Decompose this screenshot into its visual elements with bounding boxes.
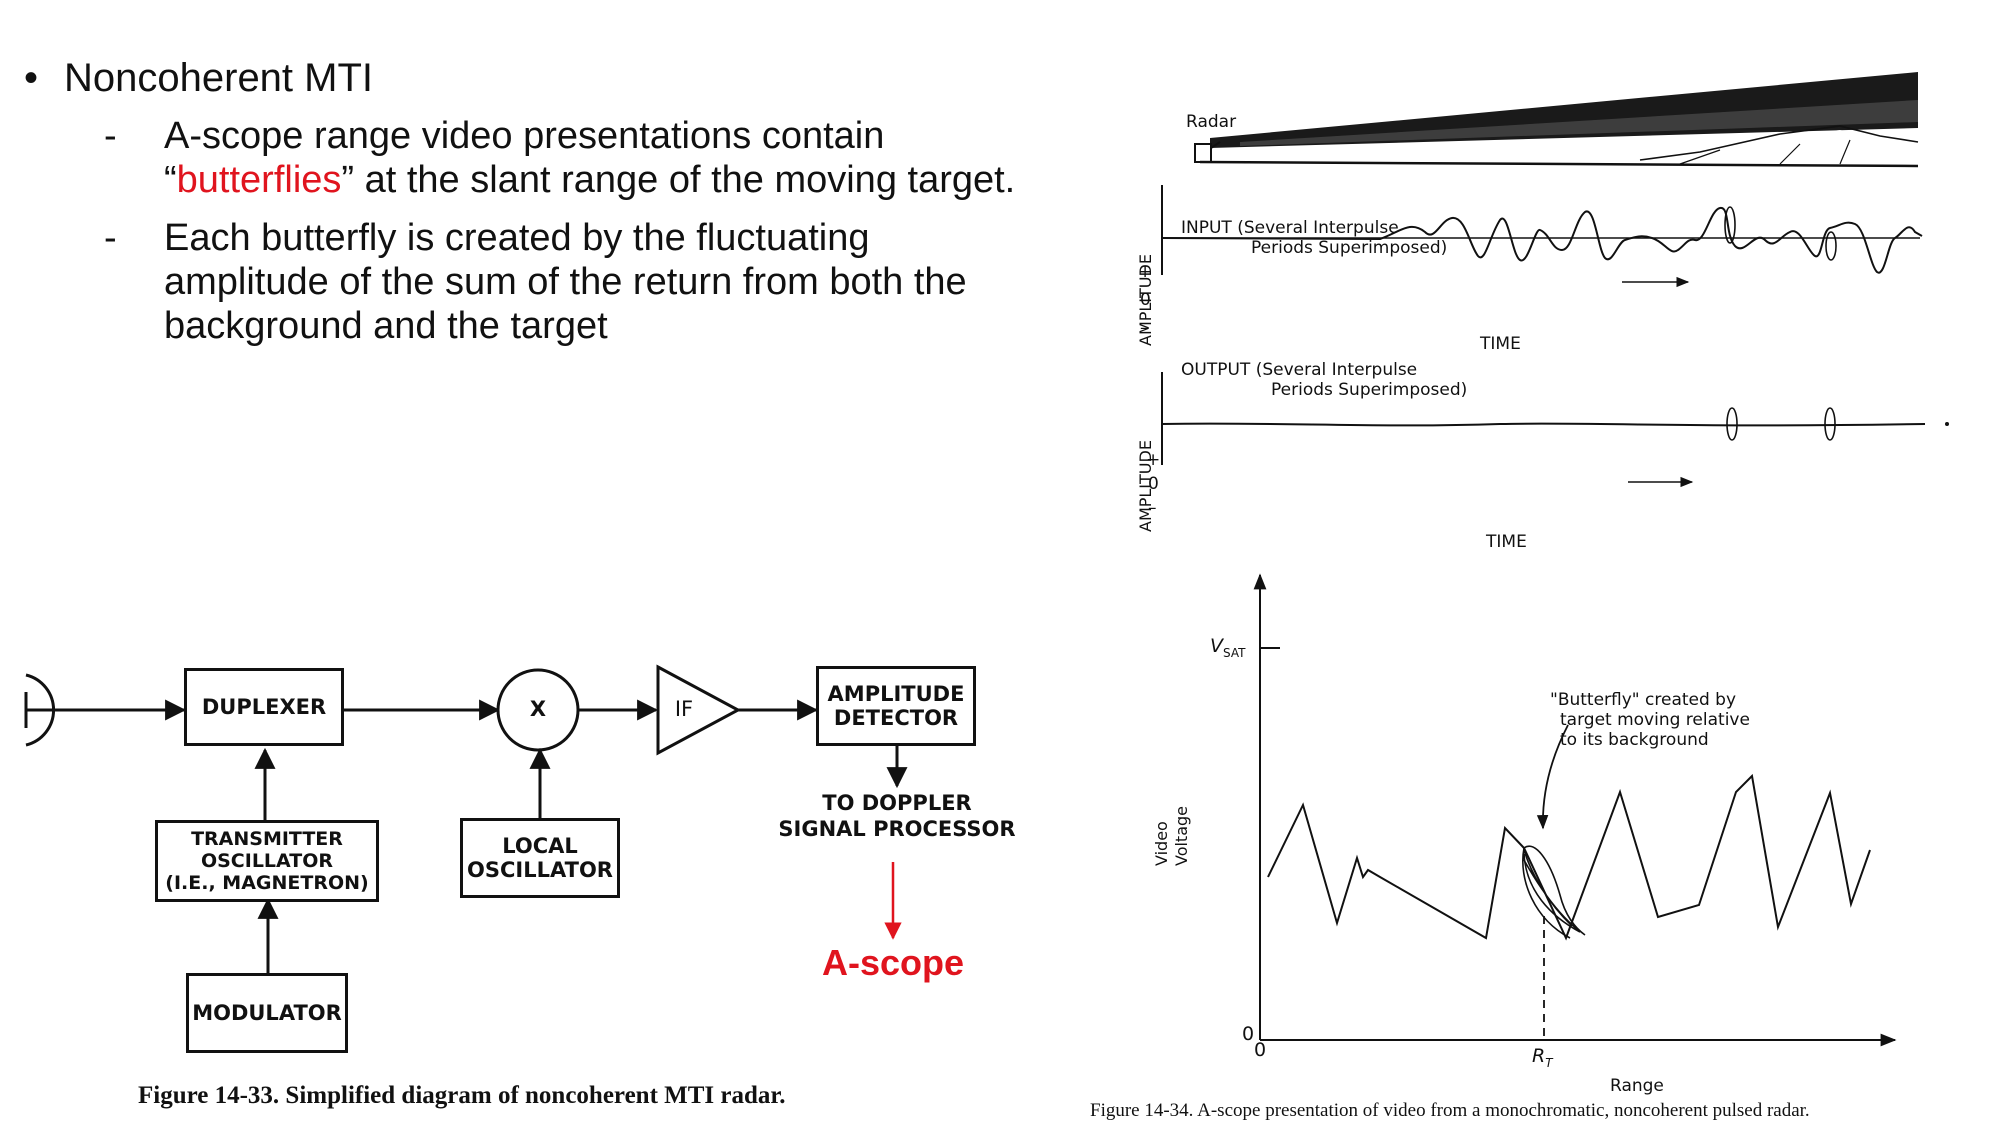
butterfly-note-line2: target moving relative xyxy=(1560,710,1750,730)
input-title: INPUT (Several Interpulse Periods Superi… xyxy=(1181,218,1447,258)
output-minus-tick: – xyxy=(1148,498,1157,518)
butterfly-marker-input xyxy=(1825,231,1837,261)
duplexer-label: DUPLEXER xyxy=(201,695,327,719)
butterfly-note-line3: to its background xyxy=(1560,730,1709,750)
butterfly-marker-output xyxy=(1824,407,1836,441)
amp-detector-line2: DETECTOR xyxy=(833,706,959,730)
output-waveform xyxy=(1161,422,1926,427)
output-zero-tick: 0 xyxy=(1148,474,1159,494)
butterfly-note-line1: "Butterfly" created by xyxy=(1550,690,1737,710)
radar-beam xyxy=(1210,72,1918,148)
amp-detector-line1: AMPLITUDE xyxy=(827,682,965,706)
range-axis-label: Range xyxy=(1610,1076,1664,1096)
output-plus-tick: + xyxy=(1146,450,1161,470)
modulator-box: MODULATOR xyxy=(186,973,348,1053)
if-label: IF xyxy=(674,697,694,721)
rt-subscript: T xyxy=(1545,1055,1553,1070)
block-diagram: DUPLEXER X IF AMPLITUDE DETECTOR TRANSMI… xyxy=(0,650,1060,1120)
local-oscillator-box: LOCAL OSCILLATOR xyxy=(460,818,620,898)
input-waveform-panel xyxy=(1161,185,1923,288)
output-waveform-panel xyxy=(1161,372,1949,488)
butterfly-annotation: "Butterfly" created by target moving rel… xyxy=(1550,690,1810,750)
output-time-label: TIME xyxy=(1486,532,1527,552)
input-plus-tick: + xyxy=(1138,262,1153,282)
rt-label: RT xyxy=(1532,1046,1553,1073)
local-osc-line1: LOCAL xyxy=(502,834,578,858)
bullet-list: • Noncoherent MTI - A-scope range video … xyxy=(24,52,1024,348)
block-diagram-wiring xyxy=(24,664,908,973)
output-title-line2: Periods Superimposed) xyxy=(1271,380,1468,400)
video-voltage-trace xyxy=(1267,773,1871,941)
radar-label: Radar xyxy=(1186,112,1237,132)
doppler-line2: SIGNAL PROCESSOR xyxy=(778,817,1016,841)
radar-antenna-icon xyxy=(1194,143,1212,163)
transmitter-line1: TRANSMITTER xyxy=(191,828,343,850)
ascope-label: A-scope xyxy=(822,942,965,983)
butterfly-shape xyxy=(1522,845,1586,939)
bullet-dot: • xyxy=(24,56,39,100)
input-title-line1: INPUT (Several Interpulse xyxy=(1181,218,1399,238)
bullet-main-text: Noncoherent MTI xyxy=(64,56,374,100)
input-minus-tick: – xyxy=(1140,318,1149,338)
doppler-processor-label: TO DOPPLER SIGNAL PROCESSOR xyxy=(772,790,1022,842)
butterfly-marker-input xyxy=(1724,206,1736,244)
bullet-main: • Noncoherent MTI xyxy=(24,52,1024,104)
sub-bullet-2-text: Each butterfly is created by the fluctua… xyxy=(164,217,967,347)
transmitter-oscillator-box: TRANSMITTER OSCILLATOR (I.E., MAGNETRON) xyxy=(155,820,379,902)
figure-14-33-caption: Figure 14-33. Simplified diagram of nonc… xyxy=(138,1082,786,1109)
sub1-before: A-scope range video presentations contai… xyxy=(164,115,885,201)
ascope-plot xyxy=(1253,573,1897,1047)
sub-bullet-1-text: A-scope range video presentations contai… xyxy=(164,114,1024,202)
origin-x-label: 0 xyxy=(1254,1039,1267,1061)
transmitter-line2: OSCILLATOR xyxy=(200,850,334,872)
dash-marker: - xyxy=(104,115,117,157)
dash-marker: - xyxy=(104,217,117,259)
output-title: OUTPUT (Several Interpulse Periods Super… xyxy=(1181,360,1467,400)
sub-bullet-1: - A-scope range video presentations cont… xyxy=(104,114,1024,202)
transmitter-line3: (I.E., MAGNETRON) xyxy=(165,872,369,894)
figure-14-34-caption: Figure 14-34. A-scope presentation of vi… xyxy=(1090,1100,1810,1121)
butterflies-highlight: butterflies xyxy=(176,159,342,201)
sub1-after: ” at the slant range of the moving targe… xyxy=(341,159,1016,201)
input-title-line2: Periods Superimposed) xyxy=(1251,238,1448,258)
vsat-letter: V xyxy=(1210,635,1223,657)
vsat-subscript: SAT xyxy=(1223,645,1246,660)
video-voltage-line2: Voltage xyxy=(1172,805,1191,866)
origin-y-label: 0 xyxy=(1242,1023,1255,1045)
radar-beam-panel xyxy=(1194,72,1919,168)
duplexer-box: DUPLEXER xyxy=(184,668,344,746)
rt-letter: R xyxy=(1532,1045,1546,1067)
butterfly-marker-output xyxy=(1726,407,1738,441)
output-title-line1: OUTPUT (Several Interpulse xyxy=(1181,360,1418,380)
input-waveform xyxy=(1161,207,1923,274)
vsat-label: VSAT xyxy=(1210,636,1245,663)
local-osc-line2: OSCILLATOR xyxy=(467,858,613,882)
modulator-label: MODULATOR xyxy=(192,1001,342,1025)
video-voltage-line1: Video xyxy=(1152,821,1171,866)
butterfly-pointer-arrow xyxy=(1536,724,1569,830)
ascope-figure-drawing xyxy=(1161,72,1949,1047)
input-time-label: TIME xyxy=(1480,334,1521,354)
video-voltage-axis-label: Video Voltage xyxy=(1152,806,1192,866)
sub-bullet-2: - Each butterfly is created by the fluct… xyxy=(104,216,1024,348)
mixer-label: X xyxy=(529,697,547,721)
doppler-line1: TO DOPPLER xyxy=(822,791,972,815)
input-zero-tick: 0 xyxy=(1140,290,1151,310)
if-amplifier-triangle xyxy=(656,664,742,756)
ascope-figure: Radar INPUT (Several Interpulse Periods … xyxy=(1080,60,1980,1121)
amplitude-detector-box: AMPLITUDE DETECTOR xyxy=(816,666,976,746)
